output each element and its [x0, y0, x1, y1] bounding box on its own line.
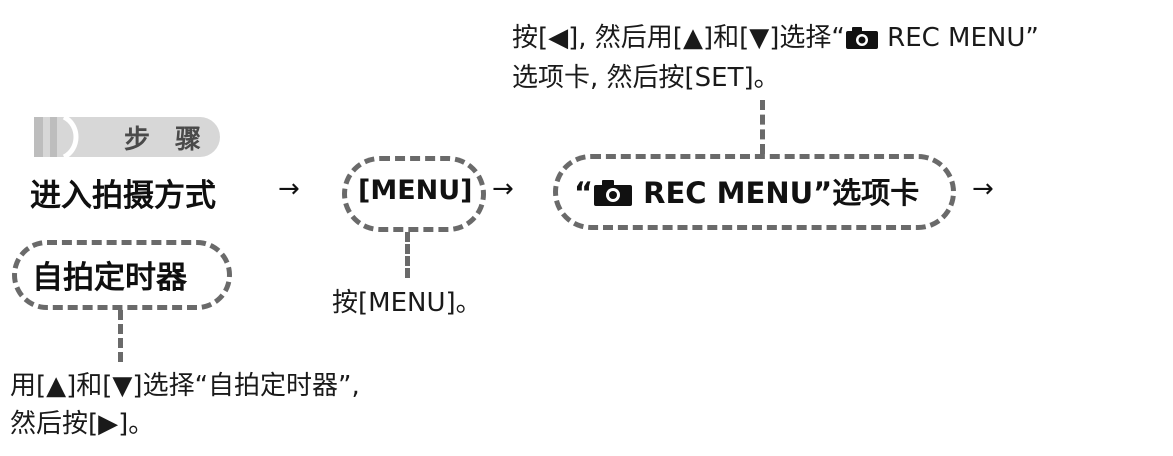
self-timer-step: 自拍定时器: [32, 260, 187, 296]
rec-menu-step: “ REC MENU”选项卡: [574, 176, 920, 210]
top-instruction: 按[◀], 然后用[▲]和[▼]选择“ REC MENU” 选项卡, 然后按[S…: [512, 18, 1039, 98]
badge-label: 步 骤: [124, 125, 210, 155]
arrow-1: →: [278, 174, 300, 204]
steps-badge: 步 骤: [34, 114, 220, 160]
arrow-2: →: [492, 174, 514, 204]
menu-connector: [405, 232, 410, 278]
badge-shape: [34, 114, 220, 160]
rec-menu-oval: [553, 154, 956, 230]
top-instruction-line-1: 按[◀], 然后用[▲]和[▼]选择“ REC MENU”: [512, 23, 1039, 53]
bottom-instruction: 用[▲]和[▼]选择“自拍定时器”, 然后按[▶]。: [10, 367, 360, 443]
menu-step: [MENU]: [358, 175, 473, 206]
top-connector: [760, 100, 765, 154]
step-enter-mode: 进入拍摄方式: [30, 178, 216, 214]
menu-oval: [342, 156, 486, 232]
menu-instruction: 按[MENU]。: [332, 288, 482, 318]
bottom-instruction-line-1: 用[▲]和[▼]选择“自拍定时器”,: [10, 371, 360, 401]
bottom-instruction-line-2: 然后按[▶]。: [10, 409, 155, 439]
camera-icon: [594, 180, 633, 206]
self-timer-oval: [12, 240, 232, 310]
self-timer-connector: [118, 310, 123, 362]
camera-icon: [845, 27, 878, 49]
arrow-3: →: [972, 174, 994, 204]
top-instruction-line-2: 选项卡, 然后按[SET]。: [512, 63, 780, 93]
